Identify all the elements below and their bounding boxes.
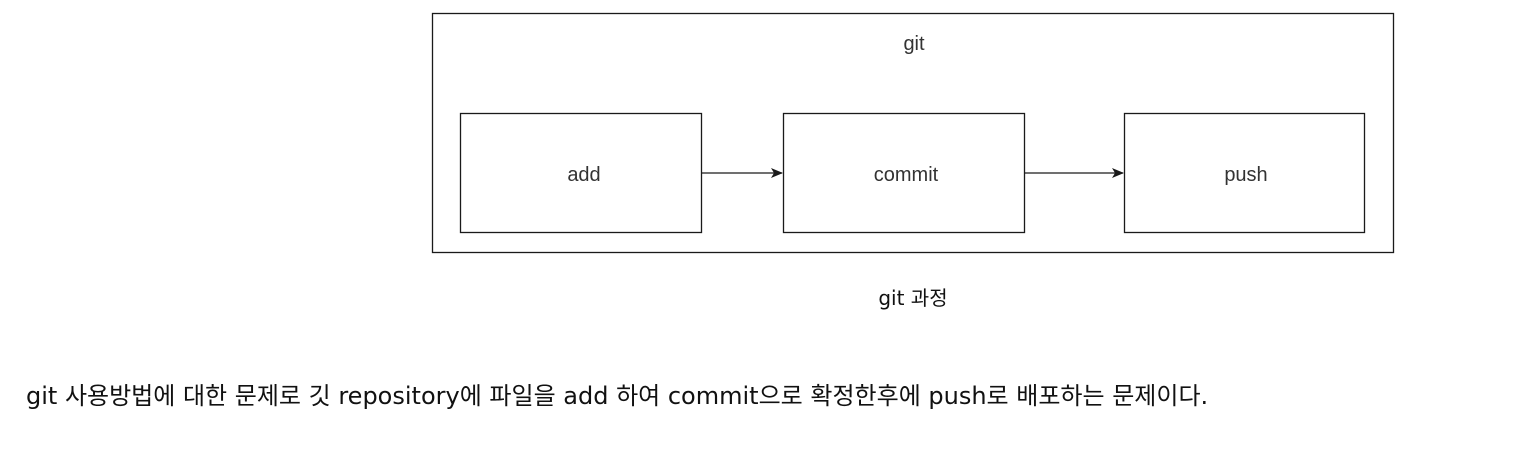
add-step-label: add [567,164,600,186]
description-paragraph: git 사용방법에 대한 문제로 깃 repository에 파일을 add 하… [26,382,1209,410]
push-step-box [1123,112,1366,234]
git-container-label: git [903,33,925,55]
commit-step-box [782,112,1026,234]
commit-step-label: commit [874,164,939,186]
figure-caption: git 과정 [878,286,948,310]
git-process-diagram: git add commit push [431,12,1395,254]
add-step-box [459,112,703,234]
push-step-label: push [1224,164,1267,186]
